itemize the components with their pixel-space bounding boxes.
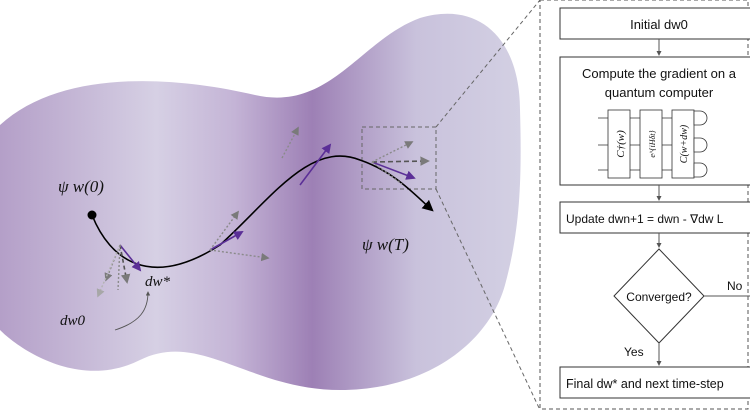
gradient-text-line2: quantum computer (605, 85, 714, 100)
manifold-surface (0, 13, 521, 390)
measure-1 (693, 110, 708, 126)
vector-purple-zoom (371, 161, 416, 180)
vector-dotted-start-3 (117, 244, 121, 291)
vector-purple-mid (209, 231, 244, 251)
gate-label-3: C(w+dw) (679, 124, 690, 163)
vector-dotted-mid-2 (209, 249, 270, 262)
start-point (87, 210, 97, 220)
zoom-line-bottom (435, 188, 541, 410)
vector-gray-dashed-start (119, 244, 131, 284)
update-box (559, 201, 750, 234)
measure-2 (693, 137, 708, 153)
vector-dotted-zoom-1 (371, 141, 414, 163)
decision-text: Converged? (626, 290, 692, 304)
end-label: ψ w(T) (362, 235, 409, 254)
final-text: Final dw* and next time-step (566, 377, 724, 391)
start-label: ψ w(0) (58, 177, 104, 196)
gate-evolution (639, 109, 663, 179)
final-box (559, 366, 750, 399)
quantum-circuit: C†(w) e^{iHδt} C(w+dw) (598, 109, 708, 179)
no-label: No (727, 279, 743, 293)
zoom-line-top (435, 0, 541, 128)
gradient-text-line1: Compute the gradient on a (582, 66, 737, 81)
gate-c-dagger (607, 109, 631, 179)
dw-star-label: dw* (145, 274, 171, 290)
vector-dotted-start-2 (96, 244, 121, 298)
initial-text: Initial dw0 (630, 17, 688, 32)
zoom-box (361, 126, 437, 190)
gate-label-1: C†(w) (615, 130, 627, 158)
measure-3 (693, 162, 708, 178)
vector-gray-dashed-zoom (371, 156, 430, 166)
vector-dotted-top (281, 126, 299, 159)
vector-purple-top (299, 143, 332, 186)
vector-purple-start (119, 244, 142, 272)
gate-label-2: e^{iHδt} (648, 130, 657, 158)
dw0-label: dw0 (60, 313, 86, 329)
dw0-to-dwstar-arrow (114, 291, 151, 331)
yes-label: Yes (624, 345, 644, 359)
update-text: Update dwn+1 = dwn - ∇dw L (566, 212, 724, 226)
initial-box (559, 7, 750, 40)
